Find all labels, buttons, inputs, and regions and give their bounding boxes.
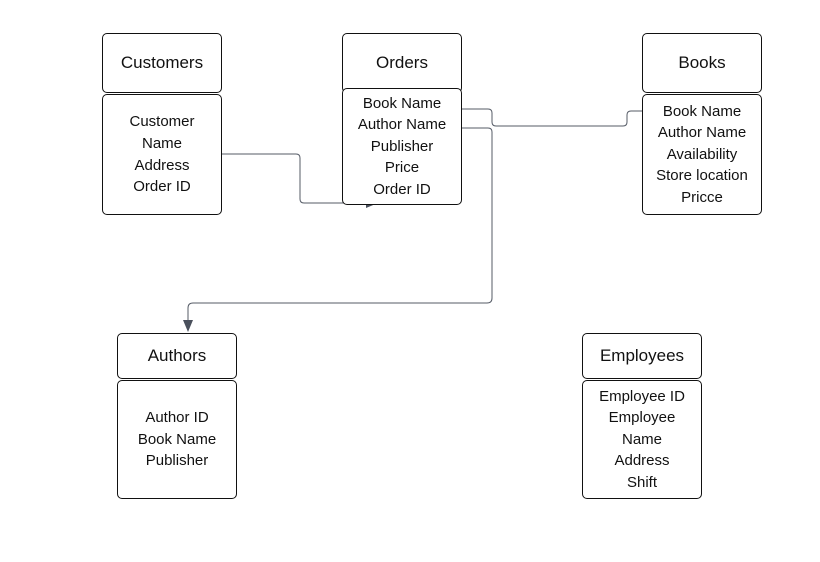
connector-orders-books[interactable]	[462, 108, 642, 127]
entity-title-text: Authors	[147, 346, 207, 365]
field-book-name: Book Name	[362, 94, 442, 112]
entity-title-text: Customers	[120, 53, 204, 72]
entity-employees-fields: Employee ID Employee Name Address Shift	[582, 380, 702, 499]
field-store-location: Store location	[656, 167, 748, 185]
field-name: Name	[141, 134, 182, 152]
entity-authors[interactable]: Authors Author ID Book Name Publisher	[117, 333, 237, 499]
entity-orders-fields: Book Name Author Name Publisher Price Or…	[342, 88, 462, 205]
field-author-name: Author Name	[357, 116, 447, 134]
field-address: Address	[614, 452, 670, 470]
field-author-name: Author Name	[657, 124, 747, 142]
entity-books[interactable]: Books Book Name Author Name Availability…	[642, 33, 762, 215]
field-book-name: Book Name	[137, 430, 217, 448]
field-employee: Employee	[608, 409, 676, 427]
field-name: Name	[621, 430, 662, 448]
field-price: Price	[384, 159, 420, 177]
entity-books-title: Books	[642, 33, 762, 93]
entity-orders-title: Orders	[342, 33, 462, 93]
field-employee-id: Employee ID	[599, 387, 685, 405]
entity-title-text: Employees	[599, 346, 685, 365]
entity-title-text: Orders	[376, 53, 428, 72]
field-price: Pricce	[681, 188, 723, 206]
entity-title-text: Books	[678, 53, 726, 72]
field-address: Address	[134, 156, 190, 174]
entity-customers[interactable]: Customers Customer Name Address Order ID	[102, 33, 222, 215]
arrowhead-authors	[183, 320, 193, 332]
entity-orders[interactable]: Orders Book Name Author Name Publisher P…	[342, 33, 462, 205]
entity-employees-title: Employees	[582, 333, 702, 379]
field-order-id: Order ID	[133, 178, 191, 196]
field-author-id: Author ID	[145, 409, 209, 427]
entity-books-fields: Book Name Author Name Availability Store…	[642, 94, 762, 215]
field-availability: Availability	[666, 145, 738, 163]
entity-customers-title: Customers	[102, 33, 222, 93]
entity-customers-fields: Customer Name Address Order ID	[102, 94, 222, 215]
field-shift: Shift	[626, 473, 657, 491]
field-publisher: Publisher	[145, 452, 209, 470]
entity-employees[interactable]: Employees Employee ID Employee Name Addr…	[582, 333, 702, 499]
field-customer: Customer	[129, 113, 195, 131]
field-book-name: Book Name	[662, 102, 742, 120]
entity-authors-title: Authors	[117, 333, 237, 379]
entity-authors-fields: Author ID Book Name Publisher	[117, 380, 237, 499]
field-order-id: Order ID	[373, 180, 431, 198]
field-publisher: Publisher	[370, 137, 434, 155]
